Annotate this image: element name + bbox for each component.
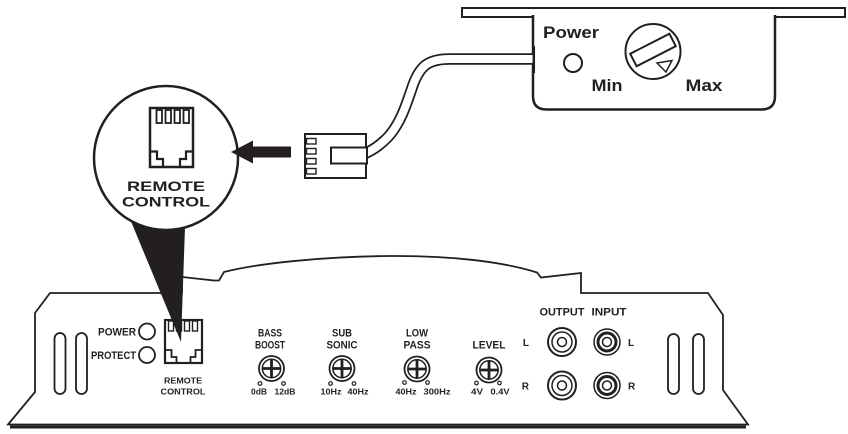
remote-unit: Power Min Max: [461, 7, 846, 111]
remote-control-jack: [163, 318, 204, 365]
knob-inner: [479, 360, 499, 380]
output-jack-l: [547, 327, 577, 357]
input-column-label: INPUT: [592, 307, 627, 319]
plug-latch: [330, 146, 368, 165]
sub-sonic-knob: SUB SONIC 10Hz 40Hz: [321, 328, 369, 397]
callout-pointer-triangle: [130, 219, 185, 342]
input-right-label: R: [628, 382, 636, 393]
knob-label-line1: LOW: [406, 328, 429, 340]
knob-max-dot: [497, 380, 502, 386]
knob-label-line2: SONIC: [327, 340, 358, 352]
knob-cross: [262, 359, 281, 378]
knob-label-line2: BOOST: [255, 340, 285, 352]
level-knob: LEVEL 4V 0.4V: [471, 340, 510, 397]
remote-plug: [304, 133, 368, 179]
plug-pin: [305, 137, 317, 145]
knob-cross: [480, 361, 498, 379]
knob-min-label: 4V: [471, 387, 483, 397]
chassis-outline: [6, 255, 750, 426]
output-left-label: L: [523, 338, 529, 349]
knob-min-dot: [402, 380, 407, 385]
remote-max-label: Max: [686, 76, 724, 95]
knob-cross: [408, 360, 426, 378]
callout-circle: REMOTE CONTROL: [92, 84, 240, 232]
knob-max-label: 0.4V: [491, 387, 510, 397]
input-jack-l: [593, 328, 621, 356]
knob-max-label: 300Hz: [424, 387, 451, 397]
vent-slot: [692, 333, 705, 395]
plug-pin: [305, 147, 317, 155]
output-right-label: R: [522, 382, 530, 393]
remote-power-label: Power: [543, 23, 599, 42]
level-dial: [624, 23, 682, 80]
knob-label-line2: LEVEL: [473, 340, 506, 352]
remote-min-label: Min: [592, 76, 623, 95]
knob-cross: [333, 359, 351, 378]
vent-slot: [53, 332, 67, 395]
power-led-label: POWER: [98, 327, 136, 339]
input-left-label: L: [628, 338, 634, 349]
knob-max-dot: [351, 381, 357, 386]
low-pass-knob: LOW PASS 40Hz 300Hz: [396, 328, 451, 397]
power-led: [138, 322, 156, 341]
vent-slot: [667, 333, 680, 395]
knob-min-label: 40Hz: [396, 387, 417, 397]
output-jack-r: [547, 370, 577, 401]
knob-min-dot: [257, 381, 263, 386]
remote-jack-label-line1: REMOTE: [164, 376, 202, 386]
knob-inner: [261, 358, 282, 379]
knob-label-line2: PASS: [404, 340, 431, 352]
knob-max-label: 12dB: [275, 387, 296, 397]
knob-inner: [332, 358, 352, 379]
plug-pin: [305, 167, 317, 175]
dial-slot: [628, 32, 678, 68]
knob-min-label: 10Hz: [321, 387, 342, 397]
knob-min-dot: [328, 381, 333, 386]
plug-pin: [305, 157, 317, 165]
knob-max-label: 40Hz: [348, 387, 369, 397]
remote-cable: [361, 46, 536, 160]
knob-label-line1: SUB: [332, 328, 352, 340]
remote-jack-label-line2: CONTROL: [161, 387, 206, 397]
knob-min-dot: [474, 380, 479, 386]
callout-label-line1: REMOTE: [127, 178, 205, 194]
protect-led: [138, 346, 156, 364]
bass-boost-knob: BASS BOOST 0dB 12dB: [251, 328, 296, 397]
output-column-label: OUTPUT: [540, 307, 585, 319]
protect-led-label: PROTECT: [91, 350, 136, 362]
connector-arrow-icon: [231, 140, 291, 164]
vent-slot: [75, 332, 88, 395]
knob-label-line1: BASS: [258, 328, 282, 340]
knob-min-label: 0dB: [251, 387, 267, 397]
knob-max-dot: [425, 380, 430, 385]
dial-pointer-icon: [655, 59, 674, 74]
callout-jack: [148, 106, 195, 169]
input-jack-r: [593, 371, 621, 400]
remote-power-led: [563, 53, 583, 73]
rca-jack-section: OUTPUT INPUT L L R: [522, 307, 636, 401]
knob-max-dot: [281, 381, 286, 386]
knob-inner: [407, 359, 427, 379]
amplifier-chassis: POWER PROTECT REMOTE CONTROL BASS BOOST …: [6, 255, 750, 429]
callout-label-line2: CONTROL: [122, 194, 211, 210]
